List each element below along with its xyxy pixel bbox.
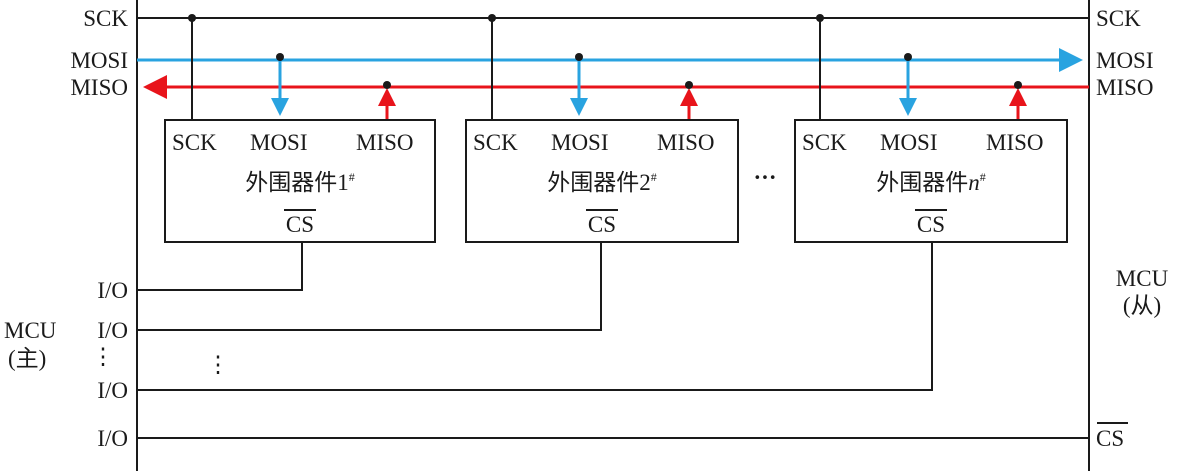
- master-io-label-3: I/O: [97, 378, 128, 403]
- device1-sck-pin: SCK: [172, 130, 217, 155]
- slave-sck-label: SCK: [1096, 6, 1141, 31]
- device-ellipsis: ···: [753, 165, 776, 190]
- device2-box: [465, 119, 739, 243]
- master-io-label-1: I/O: [97, 278, 128, 303]
- device1-name: 外围器件1#: [245, 170, 355, 195]
- device1-mosi-junction: [276, 53, 284, 61]
- slave-name: MCU: [1116, 266, 1169, 291]
- device2-cs-wire: [137, 242, 602, 331]
- master-miso-label: MISO: [70, 75, 128, 100]
- device2-miso-junction: [685, 81, 693, 89]
- devicen-sck-pin: SCK: [802, 130, 847, 155]
- devicen-mosi-junction: [904, 53, 912, 61]
- device2-sck-junction: [488, 14, 496, 22]
- device1-mosi-pin: MOSI: [250, 130, 308, 155]
- devicen-cs-pin: CS: [917, 212, 945, 237]
- master-io-vdots: ⋮: [92, 344, 115, 369]
- device1-box: [164, 119, 436, 243]
- devicen-cs-wire: [137, 242, 933, 391]
- device1-miso-pin: MISO: [356, 130, 414, 155]
- device1-cs-pin: CS: [286, 212, 314, 237]
- slave-cs-label: CS: [1096, 426, 1124, 451]
- device2-sck-pin: SCK: [473, 130, 518, 155]
- devicen-miso-junction: [1014, 81, 1022, 89]
- devicen-sck-junction: [816, 14, 824, 22]
- slave-role: (从): [1123, 293, 1161, 318]
- device2-name: 外围器件2#: [547, 170, 657, 195]
- device1-cs-wire: [137, 242, 303, 291]
- devicen-mosi-pin: MOSI: [880, 130, 938, 155]
- master-sck-label: SCK: [83, 6, 128, 31]
- devicen-name: 外围器件n#: [876, 170, 986, 195]
- master-io-label-2: I/O: [97, 318, 128, 343]
- device2-mosi-junction: [575, 53, 583, 61]
- master-io-label-4: I/O: [97, 426, 128, 451]
- device2-mosi-pin: MOSI: [551, 130, 609, 155]
- cs-lines-vdots: ⋮: [207, 352, 230, 377]
- devicen-miso-pin: MISO: [986, 130, 1044, 155]
- device1-miso-junction: [383, 81, 391, 89]
- master-name: MCU: [4, 318, 57, 343]
- master-mosi-label: MOSI: [70, 48, 128, 73]
- slave-miso-label: MISO: [1096, 75, 1154, 100]
- slave-mosi-label: MOSI: [1096, 48, 1154, 73]
- device2-miso-pin: MISO: [657, 130, 715, 155]
- device2-cs-pin: CS: [588, 212, 616, 237]
- device1-sck-junction: [188, 14, 196, 22]
- master-role: (主): [8, 346, 46, 371]
- devicen-box: [794, 119, 1068, 243]
